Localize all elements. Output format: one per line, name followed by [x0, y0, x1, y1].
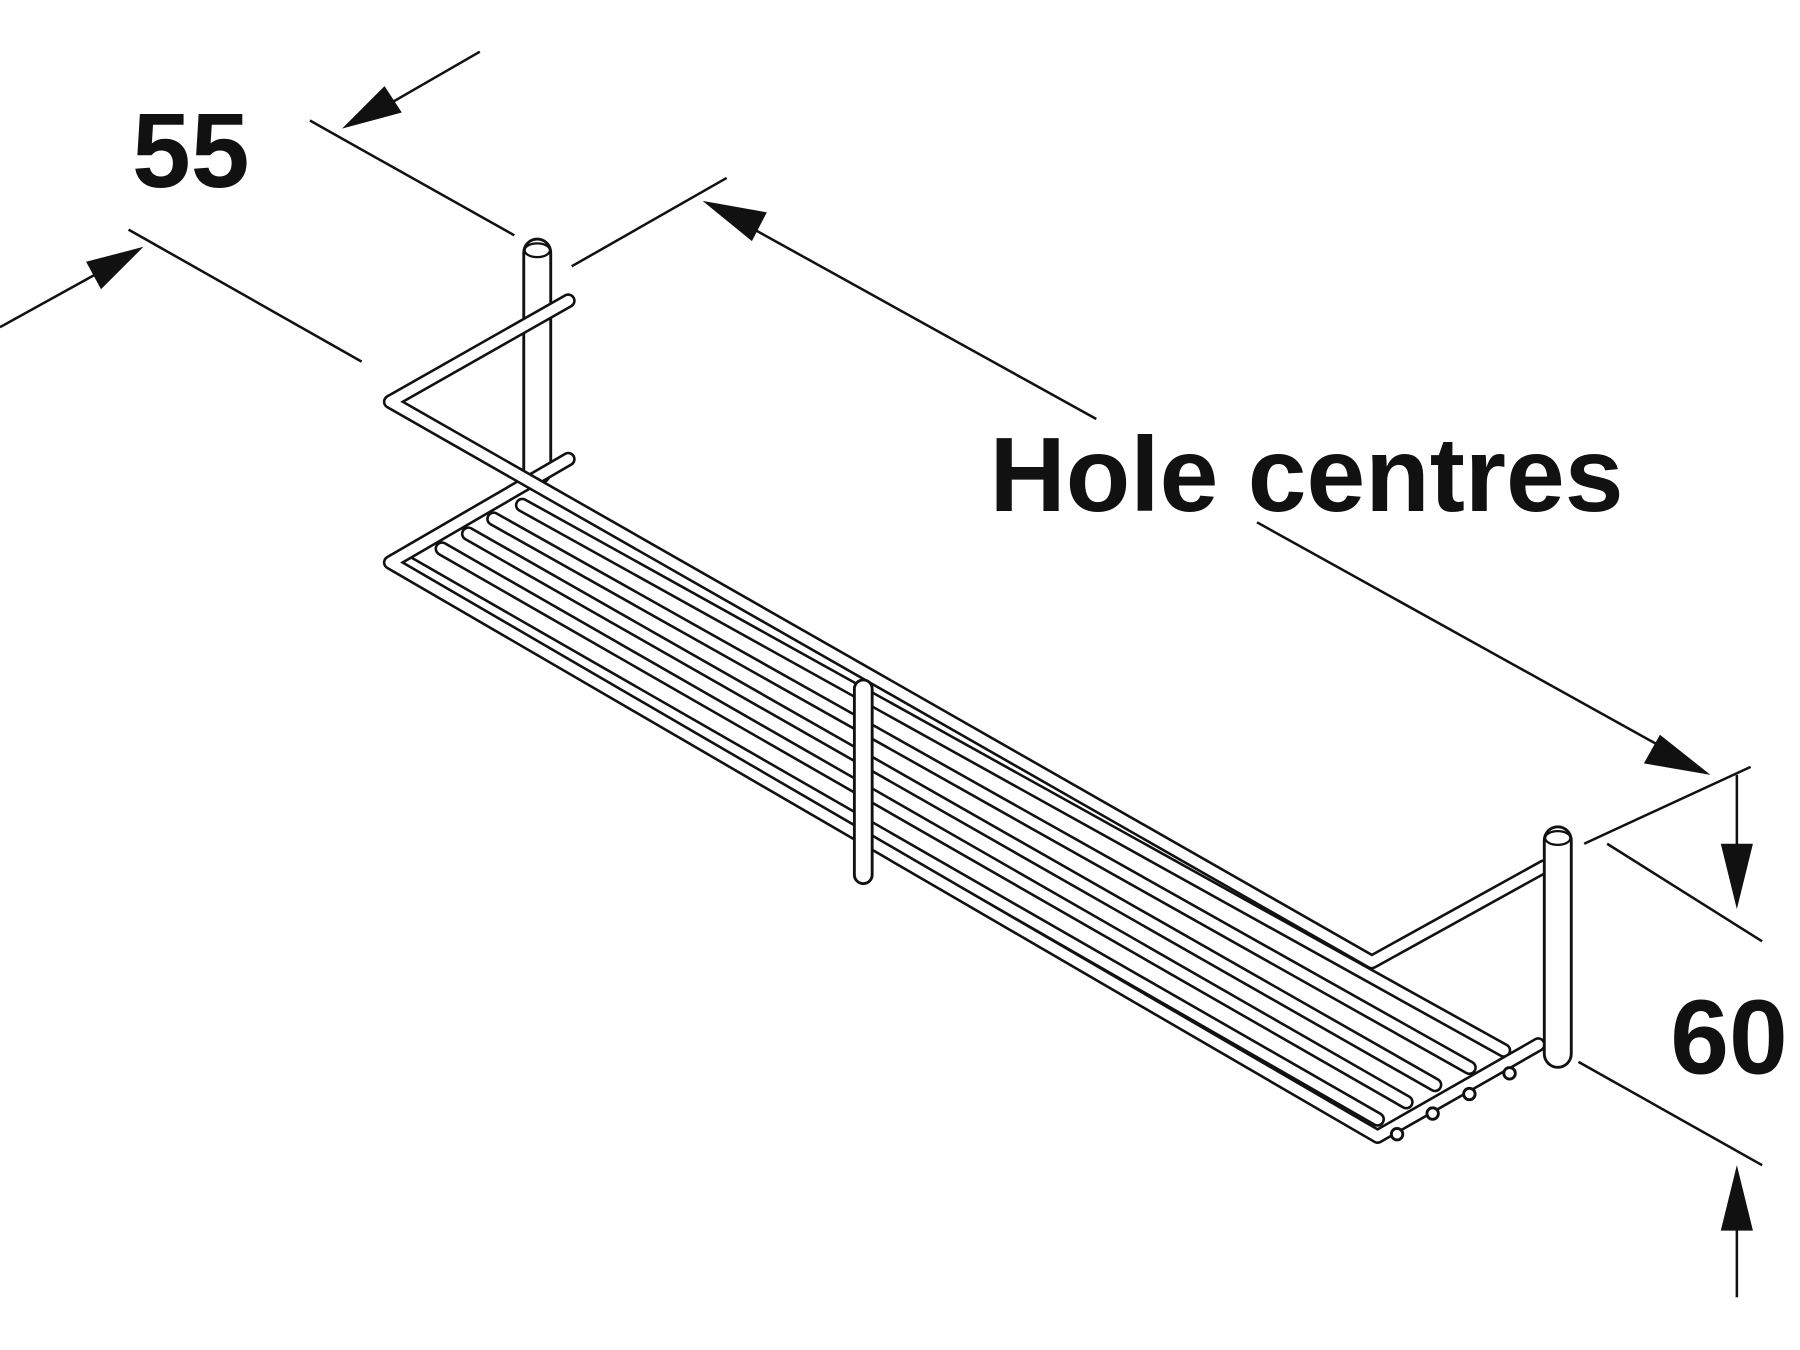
length-label: Hole centres — [990, 416, 1624, 534]
left-post — [522, 237, 553, 486]
basket-slats — [400, 497, 1512, 1127]
right-post — [1542, 825, 1573, 1069]
depth-dimension: 55 — [0, 50, 515, 363]
height-label: 60 — [1670, 978, 1787, 1096]
length-dimension: Hole centres — [571, 176, 1752, 845]
height-dimension: 60 — [1577, 774, 1788, 1298]
slat-ends — [1389, 1066, 1517, 1142]
wire-basket — [382, 237, 1573, 1144]
depth-label: 55 — [132, 92, 249, 210]
